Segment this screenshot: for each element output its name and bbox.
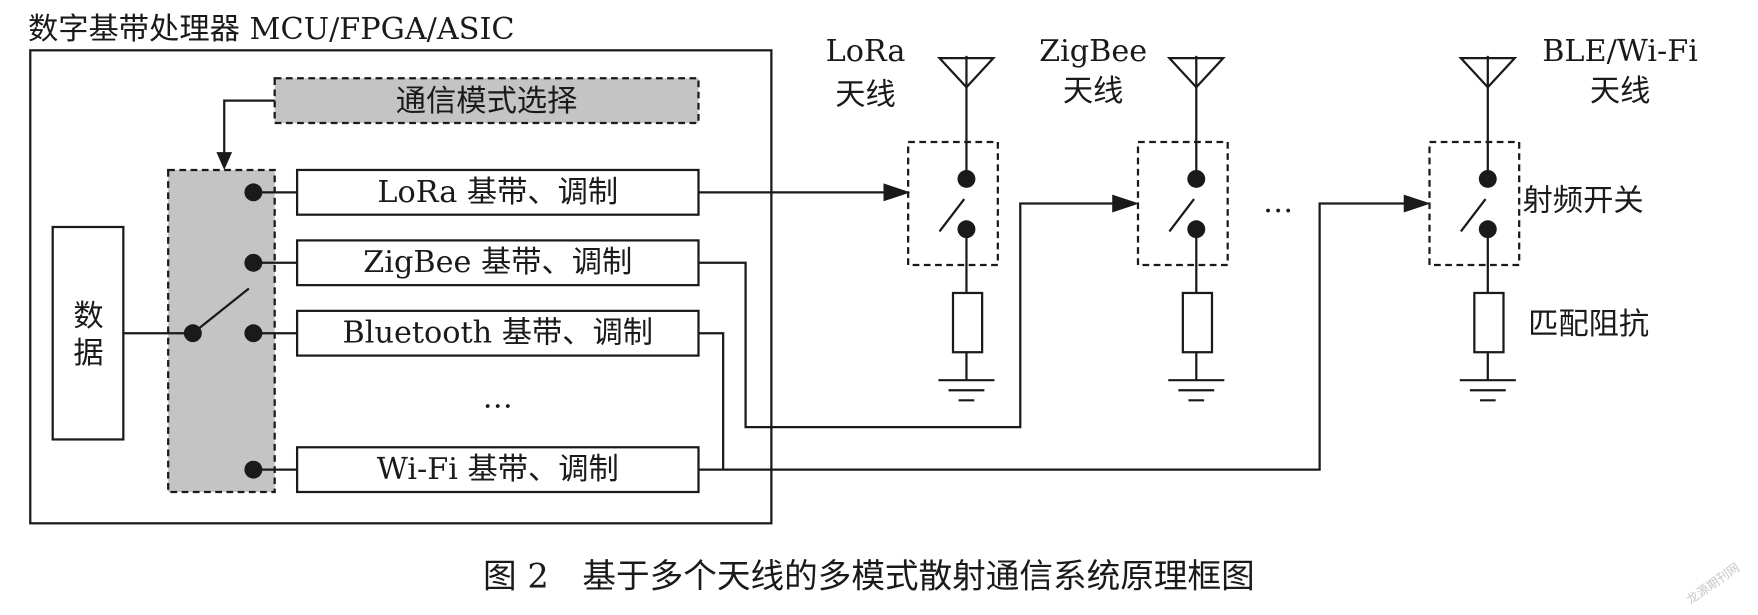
data-label-char-1: 数 [73, 299, 103, 334]
data-label-char-2: 据 [73, 336, 103, 371]
rf-switch-arm [938, 198, 966, 233]
ground-icon [1168, 379, 1225, 402]
ground-icon [1459, 379, 1516, 402]
route-zigbee-arrowhead [1112, 194, 1140, 213]
rf-switch-box [907, 140, 999, 267]
rf-chain-lora [907, 55, 999, 402]
rf-switch-box [1428, 140, 1521, 267]
switch-arm [192, 287, 250, 335]
rf-switch-arm [1168, 198, 1195, 233]
switch-contact-bluetooth [244, 324, 263, 343]
antenna-label-zigbee: 天线 [1063, 74, 1124, 109]
modem-box-bluetooth [295, 309, 700, 357]
route-lora-arrowhead [883, 183, 911, 202]
ground-icon [938, 379, 995, 402]
mode-select-arrowhead [216, 152, 233, 170]
route-wifi-arrowhead [1403, 194, 1431, 213]
rf-switch-box [1136, 140, 1229, 267]
antenna-name-ble-wifi: BLE/Wi-Fi [1542, 34, 1698, 69]
antenna-label-ble-wifi: 天线 [1590, 74, 1651, 109]
modem-label-zigbee: ZigBee 基带、调制 [363, 245, 632, 280]
data-box [51, 225, 125, 441]
matching-resistor [1181, 291, 1214, 354]
rf-switch-label: 射频开关 [1523, 184, 1644, 219]
figure-caption: 图 2 基于多个天线的多模式散射通信系统原理框图 [483, 556, 1255, 595]
rf-chain-ble-wifi [1428, 55, 1521, 402]
rf-switch-top-dot [1187, 169, 1206, 188]
rf-switch-top-dot [1478, 169, 1497, 188]
processor-title: 数字基带处理器 MCU/FPGA/ASIC [28, 12, 515, 47]
modem-label-wifi: Wi-Fi 基带、调制 [377, 452, 619, 487]
matching-impedance-label: 匹配阻抗 [1528, 307, 1649, 342]
matching-resistor [951, 291, 984, 354]
antenna-name-lora: LoRa [826, 34, 906, 69]
route-zigbee [698, 202, 1125, 429]
modem-ellipsis: … [483, 381, 513, 416]
rf-switch-arm [1459, 198, 1487, 233]
processor-box [29, 49, 773, 525]
switch-contact-zigbee [244, 253, 263, 272]
mode-select-label: 通信模式选择 [396, 84, 578, 119]
antenna-label-lora: 天线 [835, 78, 896, 113]
rf-switch-top-dot [957, 169, 976, 188]
modem-label-bluetooth: Bluetooth 基带、调制 [343, 316, 653, 351]
rf-chain-zigbee [1136, 55, 1229, 402]
modem-label-lora: LoRa 基带、调制 [377, 175, 618, 210]
antenna-ellipsis: … [1263, 185, 1293, 220]
matching-resistor [1473, 291, 1505, 354]
route-wifi [698, 202, 1417, 471]
mode-select-arrow-line [223, 99, 275, 157]
switch-contact-lora [244, 183, 263, 202]
route-bluetooth [698, 332, 725, 470]
antenna-name-zigbee: ZigBee [1039, 34, 1147, 69]
switch-contact-wifi [244, 460, 263, 479]
modem-box-wifi [295, 446, 700, 494]
watermark: 龙源期刊网 [1684, 560, 1742, 607]
